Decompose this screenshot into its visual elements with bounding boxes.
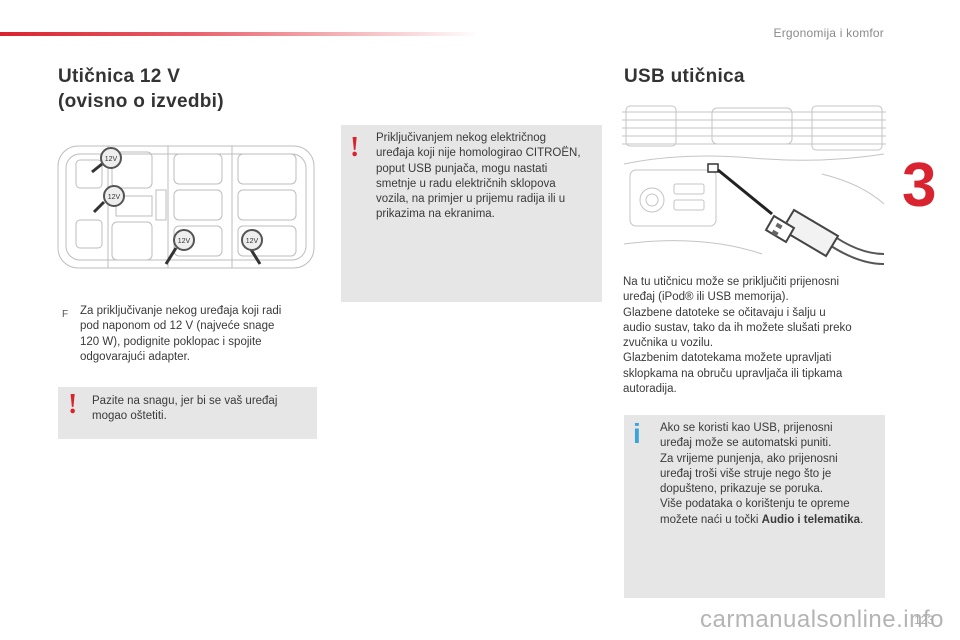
watermark: carmanualsonline.info [700,606,944,633]
heading-12v-socket-line1: Utičnica 12 V [58,66,181,87]
socket-icon: 12V [173,229,195,251]
audio-telematics-reference: Audio i telematika [761,513,861,526]
text-line: smetnje u radu električnih sklopova [376,177,556,190]
text-line: mogao oštetiti. [92,410,167,423]
info-note-charging [624,415,885,598]
socket-instructions: Za priključivanje nekog uređaja koji rad… [80,304,312,365]
text-line: Pazite na snagu, jer bi se vaš uređaj [92,395,278,407]
text-line: možete naći u točki Audio i telematika. [660,513,882,528]
text-line: pod naponom od 12 V (najveće snage [80,320,275,333]
text-line: Ako se koristi kao USB, prijenosni [660,422,833,434]
socket-icon: 12V [241,229,263,251]
warning-icon: ! [68,389,78,420]
text-line: Na tu utičnicu može se priključiti prije… [623,276,840,288]
text-line: uređaj može se automatski puniti. [660,437,832,450]
socket-icon: 12V [100,147,122,169]
text-line: poput USB punjača, mogu nastati [376,162,548,175]
chapter-number: 3 [902,151,937,220]
text-line: Glazbene datoteke se očitavaju i šalju u [623,306,826,319]
socket-label: 12V [246,238,259,245]
bullet-marker: F [62,309,69,320]
text-line: audio sustav, tako da ih možete slušati … [623,321,852,334]
text-line: Glazbenim datotekama možete upravljati [623,352,832,365]
usb-socket-figure [622,105,886,265]
text-line: 120 W), podignite poklopac i spojite [80,335,262,348]
text-line: vozila, na primjer u prijemu radija ili … [376,193,566,206]
usb-port-icon [707,163,719,173]
warning-icon: ! [350,132,360,163]
socket-label: 12V [108,194,121,201]
heading-12v-socket-line2: (ovisno o izvedbi) [58,91,224,112]
socket-icon: 12V [103,185,125,207]
info-icon: i [633,418,641,449]
text-line: Priključivanjem nekog električnog [376,132,547,144]
vehicle-interior-figure: 12V 12V 12V 12V [57,145,315,269]
heading-usb-socket: USB utičnica [624,66,745,87]
text-line: Više podataka o korištenju te opreme [660,498,850,511]
text-line: uređaj (iPod® ili USB memorija). [623,291,789,304]
text-line: sklopkama na obruču upravljača ili tipka… [623,367,843,380]
text-line: Za vrijeme punjenja, ako prijenosni [660,452,838,465]
text-line: zvučnika u vozilu. [623,337,714,350]
text-line: Za priključivanje nekog uređaja koji rad… [80,305,282,317]
text-run: . [860,513,864,526]
text-line: dopušteno, prikazuje se poruka. [660,483,824,496]
page-number: 123 [913,613,934,627]
socket-label: 12V [178,238,191,245]
text-line: autoradija. [623,383,677,396]
text-line: uređaj troši više struje nego što je [660,467,832,480]
header-accent-bar [0,32,480,36]
text-line: odgovarajući adapter. [80,350,190,363]
warning-note-homologation-text: Priključivanjem nekog električnog uređaj… [376,131,598,223]
usb-description: Na tu utičnicu može se priključiti prije… [623,275,885,397]
warning-note-power [58,387,317,439]
socket-label: 12V [105,156,118,163]
section-title: Ergonomija i komfor [773,26,884,40]
text-line: uređaja koji nije homologirao CITROËN, [376,147,581,160]
warning-note-power-text: Pazite na snagu, jer bi se vaš uređaj mo… [92,394,312,425]
info-note-charging-text: Ako se koristi kao USB, prijenosni uređa… [660,421,882,528]
usb-plug-icon [764,208,885,265]
text-run: možete naći u točki [660,513,762,526]
warning-note-homologation [341,125,602,302]
text-line: prikazima na ekranima. [376,208,495,221]
